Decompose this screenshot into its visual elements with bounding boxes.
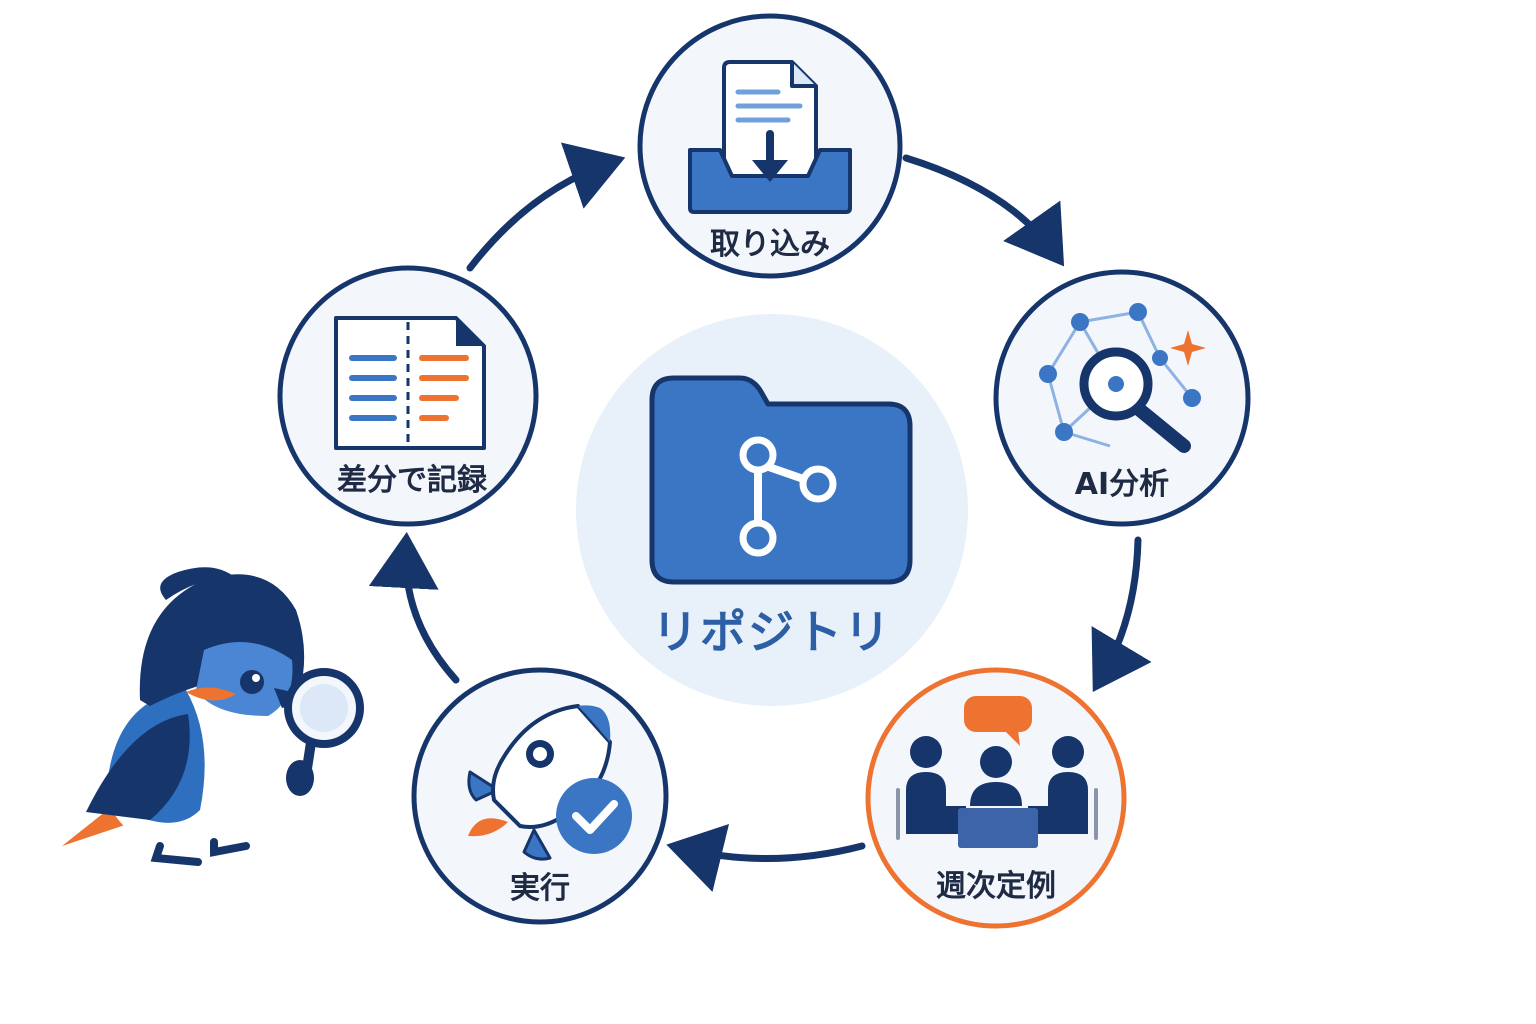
diff-document-icon bbox=[334, 316, 486, 450]
cycle-arrows bbox=[368, 142, 1152, 892]
rocket-check-icon bbox=[467, 704, 632, 861]
arrow-import-to-analysis bbox=[902, 154, 1065, 267]
meeting-icon bbox=[896, 696, 1098, 848]
center-label: リポジトリ bbox=[652, 605, 892, 659]
node-execute: 実行 bbox=[411, 667, 669, 925]
arrow-execute-to-record bbox=[368, 532, 460, 684]
node-label-analysis: AI分析 bbox=[1075, 467, 1169, 502]
arrow-analysis-to-meeting bbox=[1091, 536, 1152, 693]
node-label-execute: 実行 bbox=[510, 871, 570, 906]
arrow-record-to-import bbox=[466, 142, 626, 272]
node-meeting: 週次定例 bbox=[865, 667, 1127, 929]
inbox-download-icon bbox=[688, 60, 852, 214]
node-label-record: 差分で記録 bbox=[337, 463, 488, 498]
kingfisher-magnifier-icon bbox=[62, 567, 364, 866]
node-label-import: 取り込み bbox=[710, 227, 830, 262]
node-record: 差分で記録 bbox=[277, 265, 539, 527]
node-analysis: AI分析 bbox=[993, 269, 1251, 527]
center-repository: リポジトリ bbox=[576, 314, 968, 706]
git-folder-icon bbox=[649, 375, 913, 585]
node-import: 取り込み bbox=[637, 13, 903, 279]
node-label-meeting: 週次定例 bbox=[936, 869, 1056, 904]
arrow-meeting-to-execute bbox=[666, 823, 866, 892]
network-search-icon bbox=[1039, 303, 1206, 453]
